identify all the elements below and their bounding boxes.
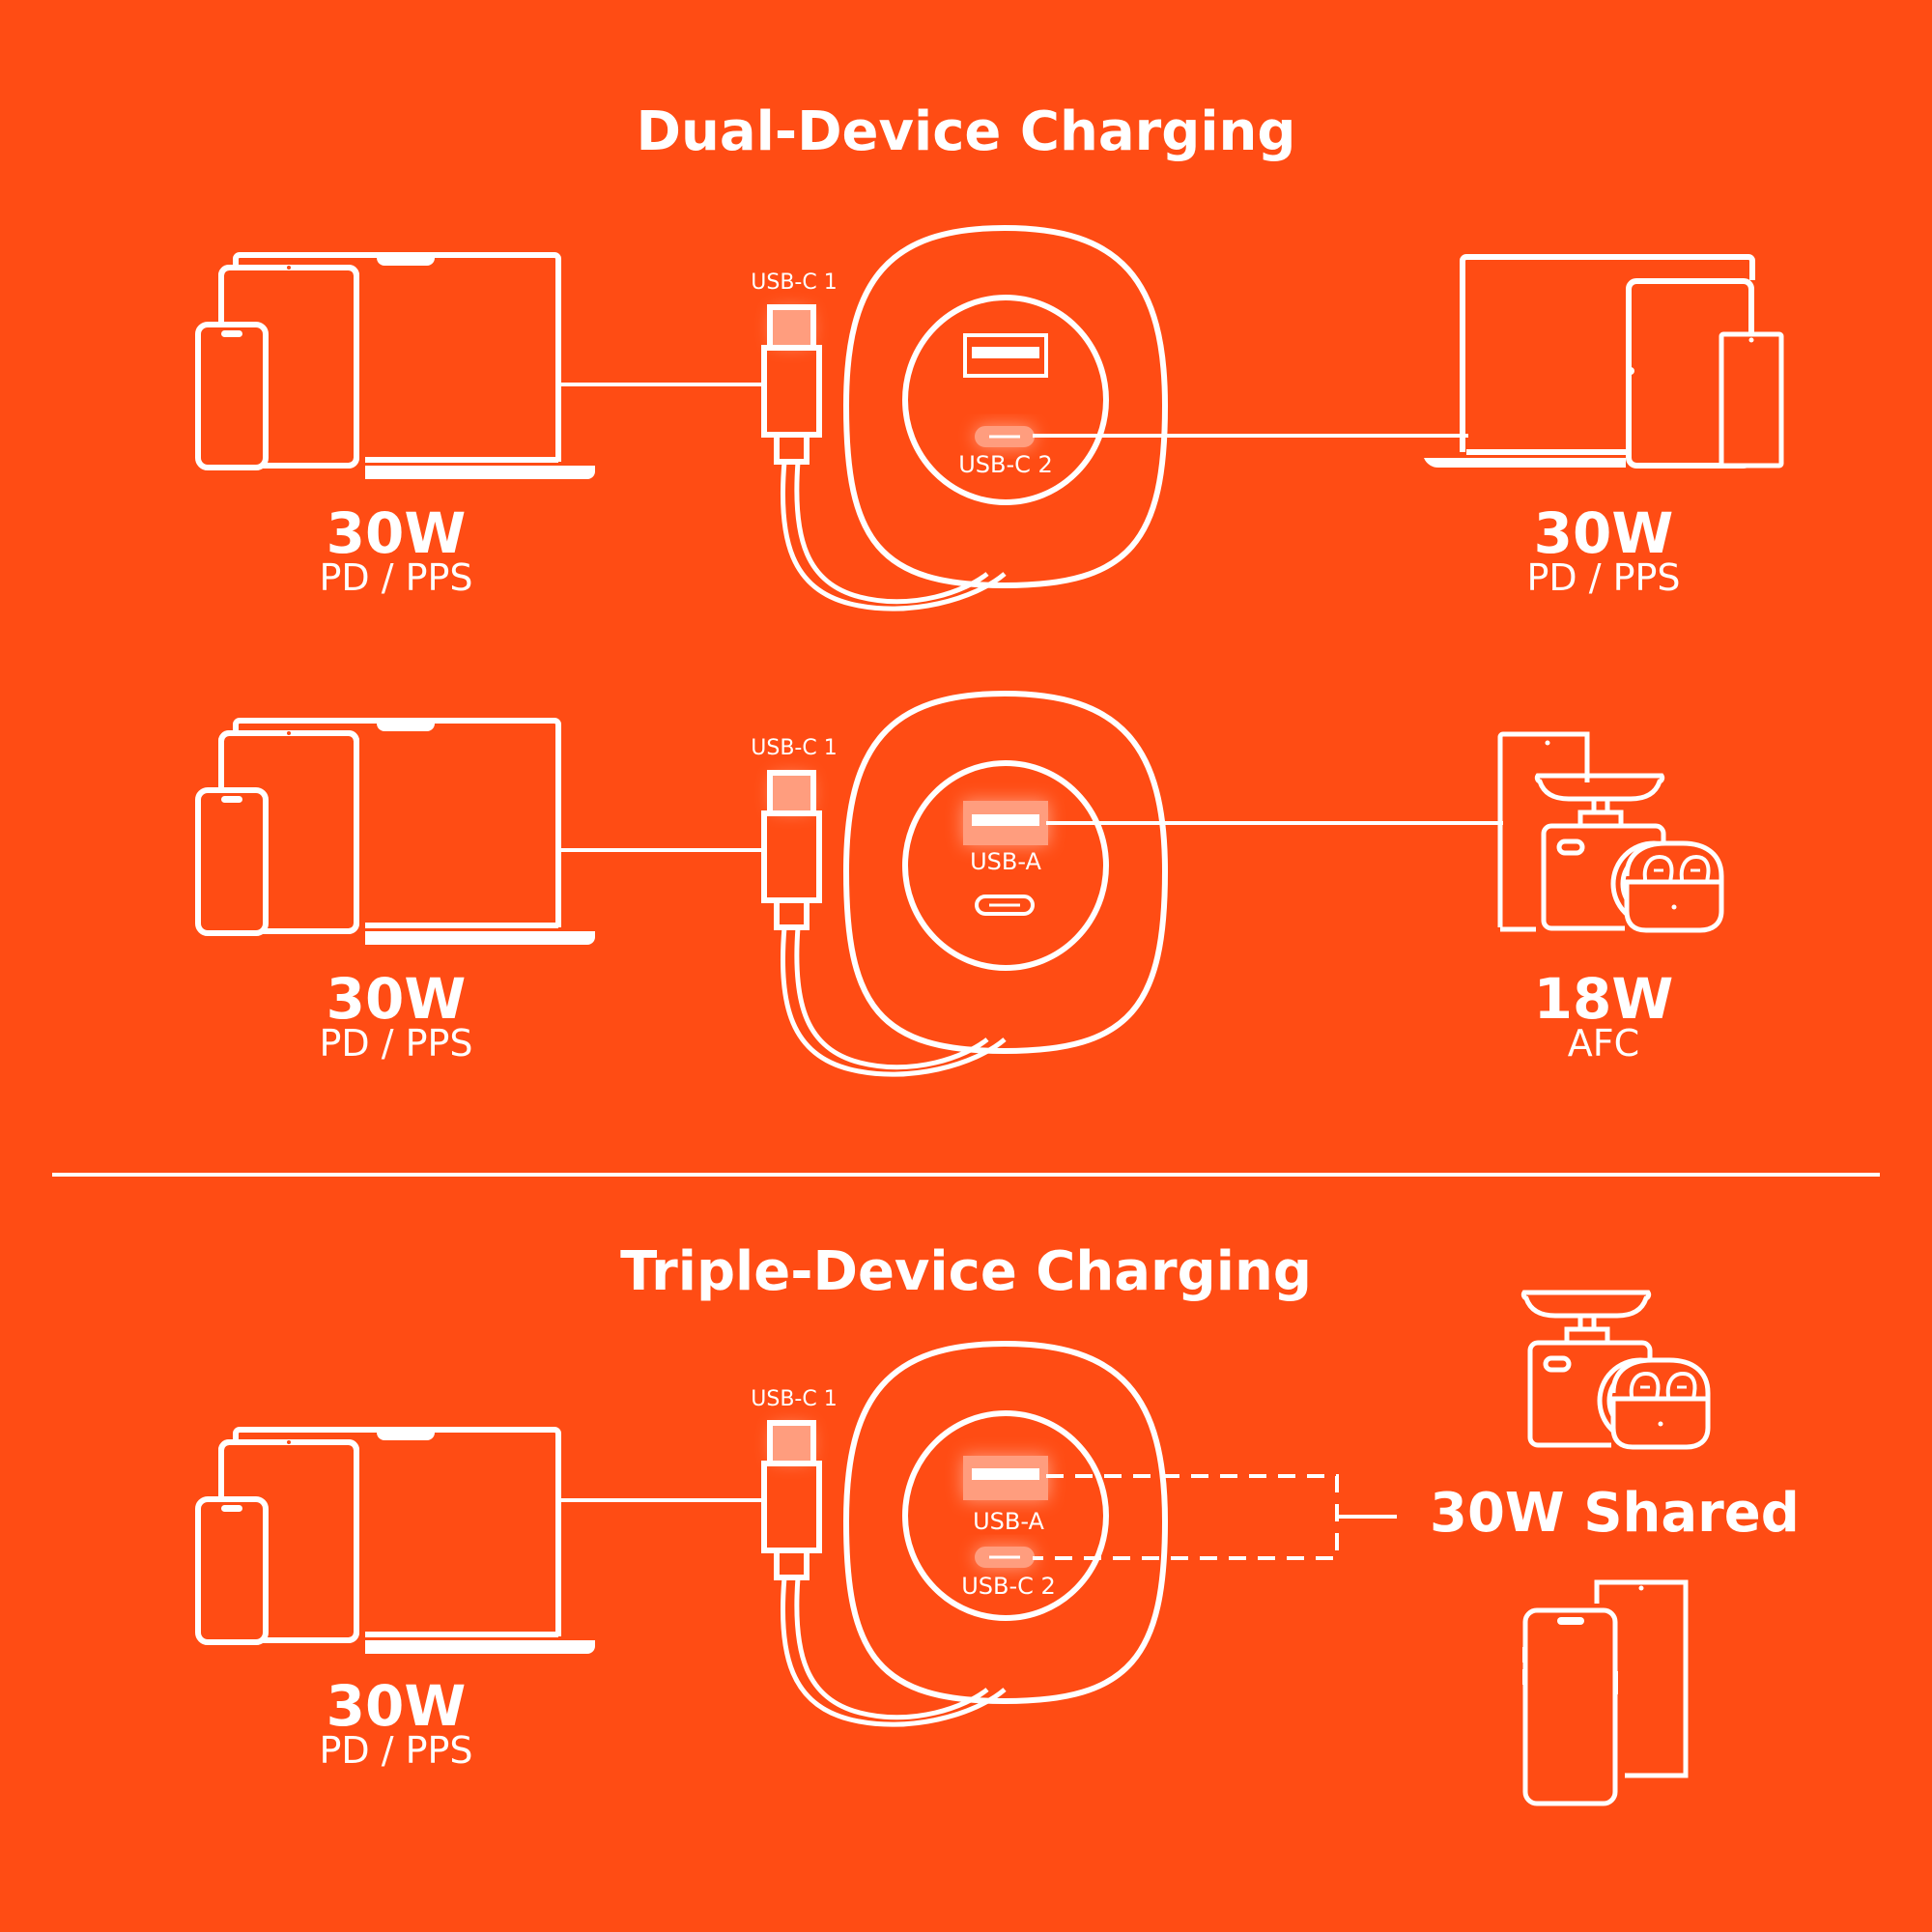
row2-left-wattage: 30W	[326, 966, 467, 1032]
section-title-dual: Dual-Device Charging	[636, 100, 1296, 163]
row1-port-label-usbc1: USB-C 1	[751, 270, 838, 295]
row2-port-label-usba: USB-A	[970, 848, 1041, 875]
row1-right-devices	[1424, 254, 1784, 469]
row1-left-devices	[195, 255, 595, 479]
shared-bracket	[1033, 1474, 1397, 1560]
section-title-triple: Triple-Device Charging	[620, 1240, 1312, 1303]
row3-shared-wattage: 30W Shared	[1430, 1482, 1800, 1545]
row3-left-wattage: 30W	[326, 1673, 467, 1739]
row3-port-label-usba: USB-A	[973, 1508, 1044, 1535]
row1-right-wattage: 30W	[1533, 500, 1674, 566]
row2-right-devices	[1497, 731, 1721, 930]
row3-right-phones	[1522, 1579, 1689, 1806]
row1-right-protocol: PD / PPS	[1526, 556, 1681, 599]
row3-right-dashcam-earbuds	[1523, 1293, 1708, 1447]
row3-port-label-usbc1: USB-C 1	[751, 1387, 838, 1411]
row1-port-label-usbc2: USB-C 2	[958, 451, 1053, 478]
row2-left-protocol: PD / PPS	[319, 1022, 473, 1065]
row2-left-devices	[195, 721, 595, 945]
row2-port-label-usbc1: USB-C 1	[751, 736, 838, 760]
row3-port-label-usbc2: USB-C 2	[961, 1573, 1056, 1600]
row2-right-wattage: 18W	[1533, 966, 1674, 1032]
row2-right-protocol: AFC	[1567, 1022, 1640, 1065]
row3-left-protocol: PD / PPS	[319, 1729, 473, 1772]
row3-left-devices	[195, 1430, 595, 1654]
row1-left-wattage: 30W	[326, 500, 467, 566]
section-divider	[52, 1173, 1880, 1177]
row1-left-protocol: PD / PPS	[319, 556, 473, 599]
